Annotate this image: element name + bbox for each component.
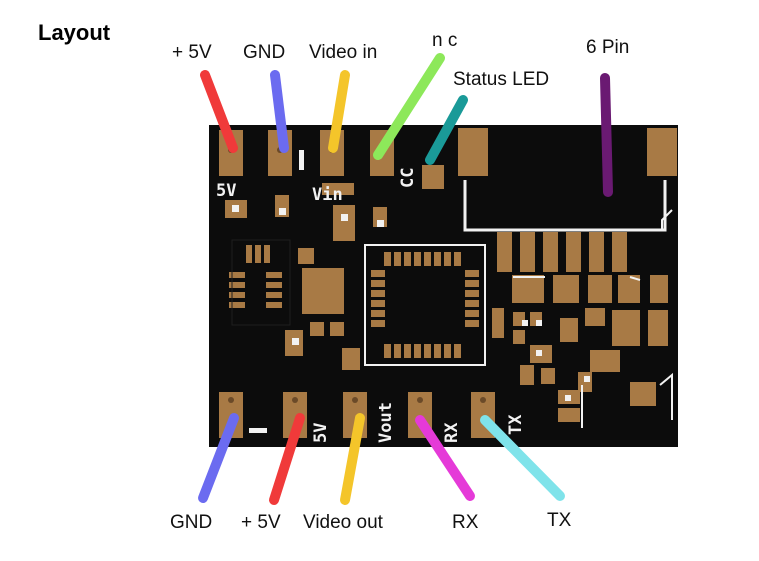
label-plus5v-top: + 5V: [172, 42, 212, 63]
callout-lines: [198, 53, 613, 505]
gnd-minus-mark: [249, 428, 267, 433]
mcu-outline: [364, 244, 486, 366]
line-5v-in: [200, 70, 238, 153]
label-plus5v-bottom: + 5V: [241, 512, 281, 533]
line-video-out: [340, 413, 365, 505]
pad-shield-left: [458, 128, 488, 176]
silk-vout: Vout: [376, 402, 396, 443]
label-video-out: Video out: [303, 512, 384, 533]
label-rx: RX: [452, 512, 479, 533]
label-tx: TX: [547, 510, 572, 531]
layout-title: Layout: [38, 20, 111, 45]
silk-cc: CC: [398, 168, 418, 188]
label-nc: n c: [432, 30, 457, 51]
silk-tx: TX: [506, 414, 526, 435]
line-status-led: [425, 95, 468, 165]
mcu-pads: [371, 252, 479, 358]
label-video-in: Video in: [309, 42, 377, 63]
line-nc: [373, 53, 445, 160]
silk-5v-bottom: 5V: [311, 423, 331, 443]
connector-outline: [463, 180, 667, 232]
pad-status-led: [422, 165, 444, 189]
line-5v-out: [269, 413, 305, 505]
six-pin-connector-pads: [497, 232, 627, 272]
silk-rx: RX: [442, 422, 462, 443]
line-rx: [415, 415, 475, 501]
line-gnd-out: [198, 413, 239, 503]
label-status-led: Status LED: [453, 69, 549, 90]
silk-vin: Vin: [312, 185, 343, 205]
line-tx: [480, 415, 565, 501]
label-gnd-bottom: GND: [170, 512, 212, 533]
label-gnd-top: GND: [243, 42, 285, 63]
line-video-in: [328, 70, 350, 153]
line-gnd-in: [270, 70, 289, 153]
line-6pin: [600, 73, 613, 197]
silk-5v-top: 5V: [216, 181, 236, 201]
left-ic-pads: [229, 245, 282, 308]
pad-shield-right: [647, 128, 677, 176]
label-6pin: 6 Pin: [586, 37, 629, 58]
